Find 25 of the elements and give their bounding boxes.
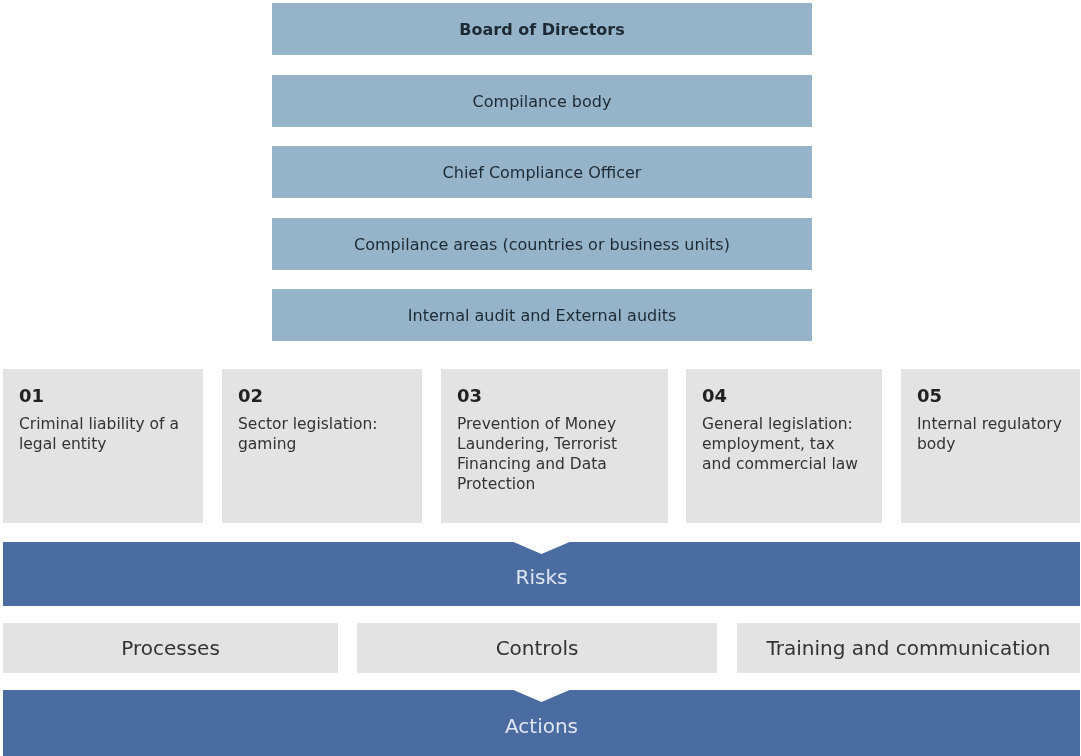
training-box: Training and communication — [737, 623, 1080, 673]
areas-box: Compilance areas (countries or business units) — [272, 218, 812, 270]
item-number: 05 — [917, 385, 944, 406]
controls-box: Controls — [357, 623, 717, 673]
actions-band: Actions — [3, 690, 1080, 756]
item-number: 04 — [702, 385, 729, 406]
processes-box: Processes — [3, 623, 338, 673]
category-text: General legislation: employment, tax and commercial law — [702, 414, 859, 474]
category-card — [901, 369, 1080, 523]
item-number: 03 — [457, 385, 484, 406]
item-number: 01 — [19, 385, 46, 406]
category-text: Criminal liability of a legal entity — [19, 414, 180, 454]
item-number: 02 — [238, 385, 265, 406]
board-box: Board of Directors — [272, 3, 812, 55]
body-box: Compilance body — [272, 75, 812, 127]
risks-band: Risks — [3, 542, 1080, 606]
audits-box: Internal audit and External audits — [272, 289, 812, 341]
officer-box: Chief Compliance Officer — [272, 146, 812, 198]
category-text: Sector legislation: gaming — [238, 414, 379, 454]
category-card — [441, 369, 668, 523]
category-card — [222, 369, 422, 523]
category-text: Prevention of Money Laundering, Terrorist Financing and Data Protection — [457, 414, 619, 494]
category-card — [3, 369, 203, 523]
category-card — [686, 369, 882, 523]
category-text: Internal regulatory body — [917, 414, 1063, 454]
